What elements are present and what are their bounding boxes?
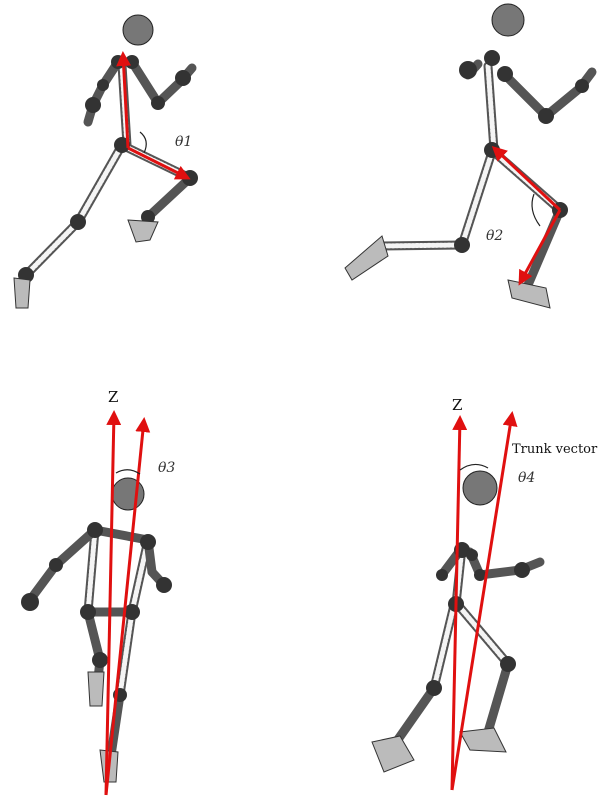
z-axis-label-4: Z [452,396,462,414]
skeleton-figure-1 [14,15,198,308]
panel-knee-angle-back: θ2 [345,4,592,308]
angle-label-theta2: θ2 [486,228,503,244]
z-axis-label-3: Z [108,388,118,406]
angle-label-theta1: θ1 [175,134,192,150]
trunk-vector-label: Trunk vector [512,442,598,457]
angle-arc-4 [460,464,488,470]
angle-label-theta4: θ4 [518,470,535,486]
angle-label-theta3: θ3 [158,460,175,476]
angle-arc-3 [116,470,140,474]
knee-vector-2 [494,148,560,283]
skeleton-figure-2 [345,4,592,308]
panel-trunk-angle-side: Z Trunk vector θ4 [372,396,598,790]
panel-knee-angle-front: θ1 [14,15,198,308]
angle-arc-2 [532,194,540,226]
skeleton-figure-3 [21,478,172,782]
panel-trunk-angle-front: Z θ3 [21,388,175,795]
